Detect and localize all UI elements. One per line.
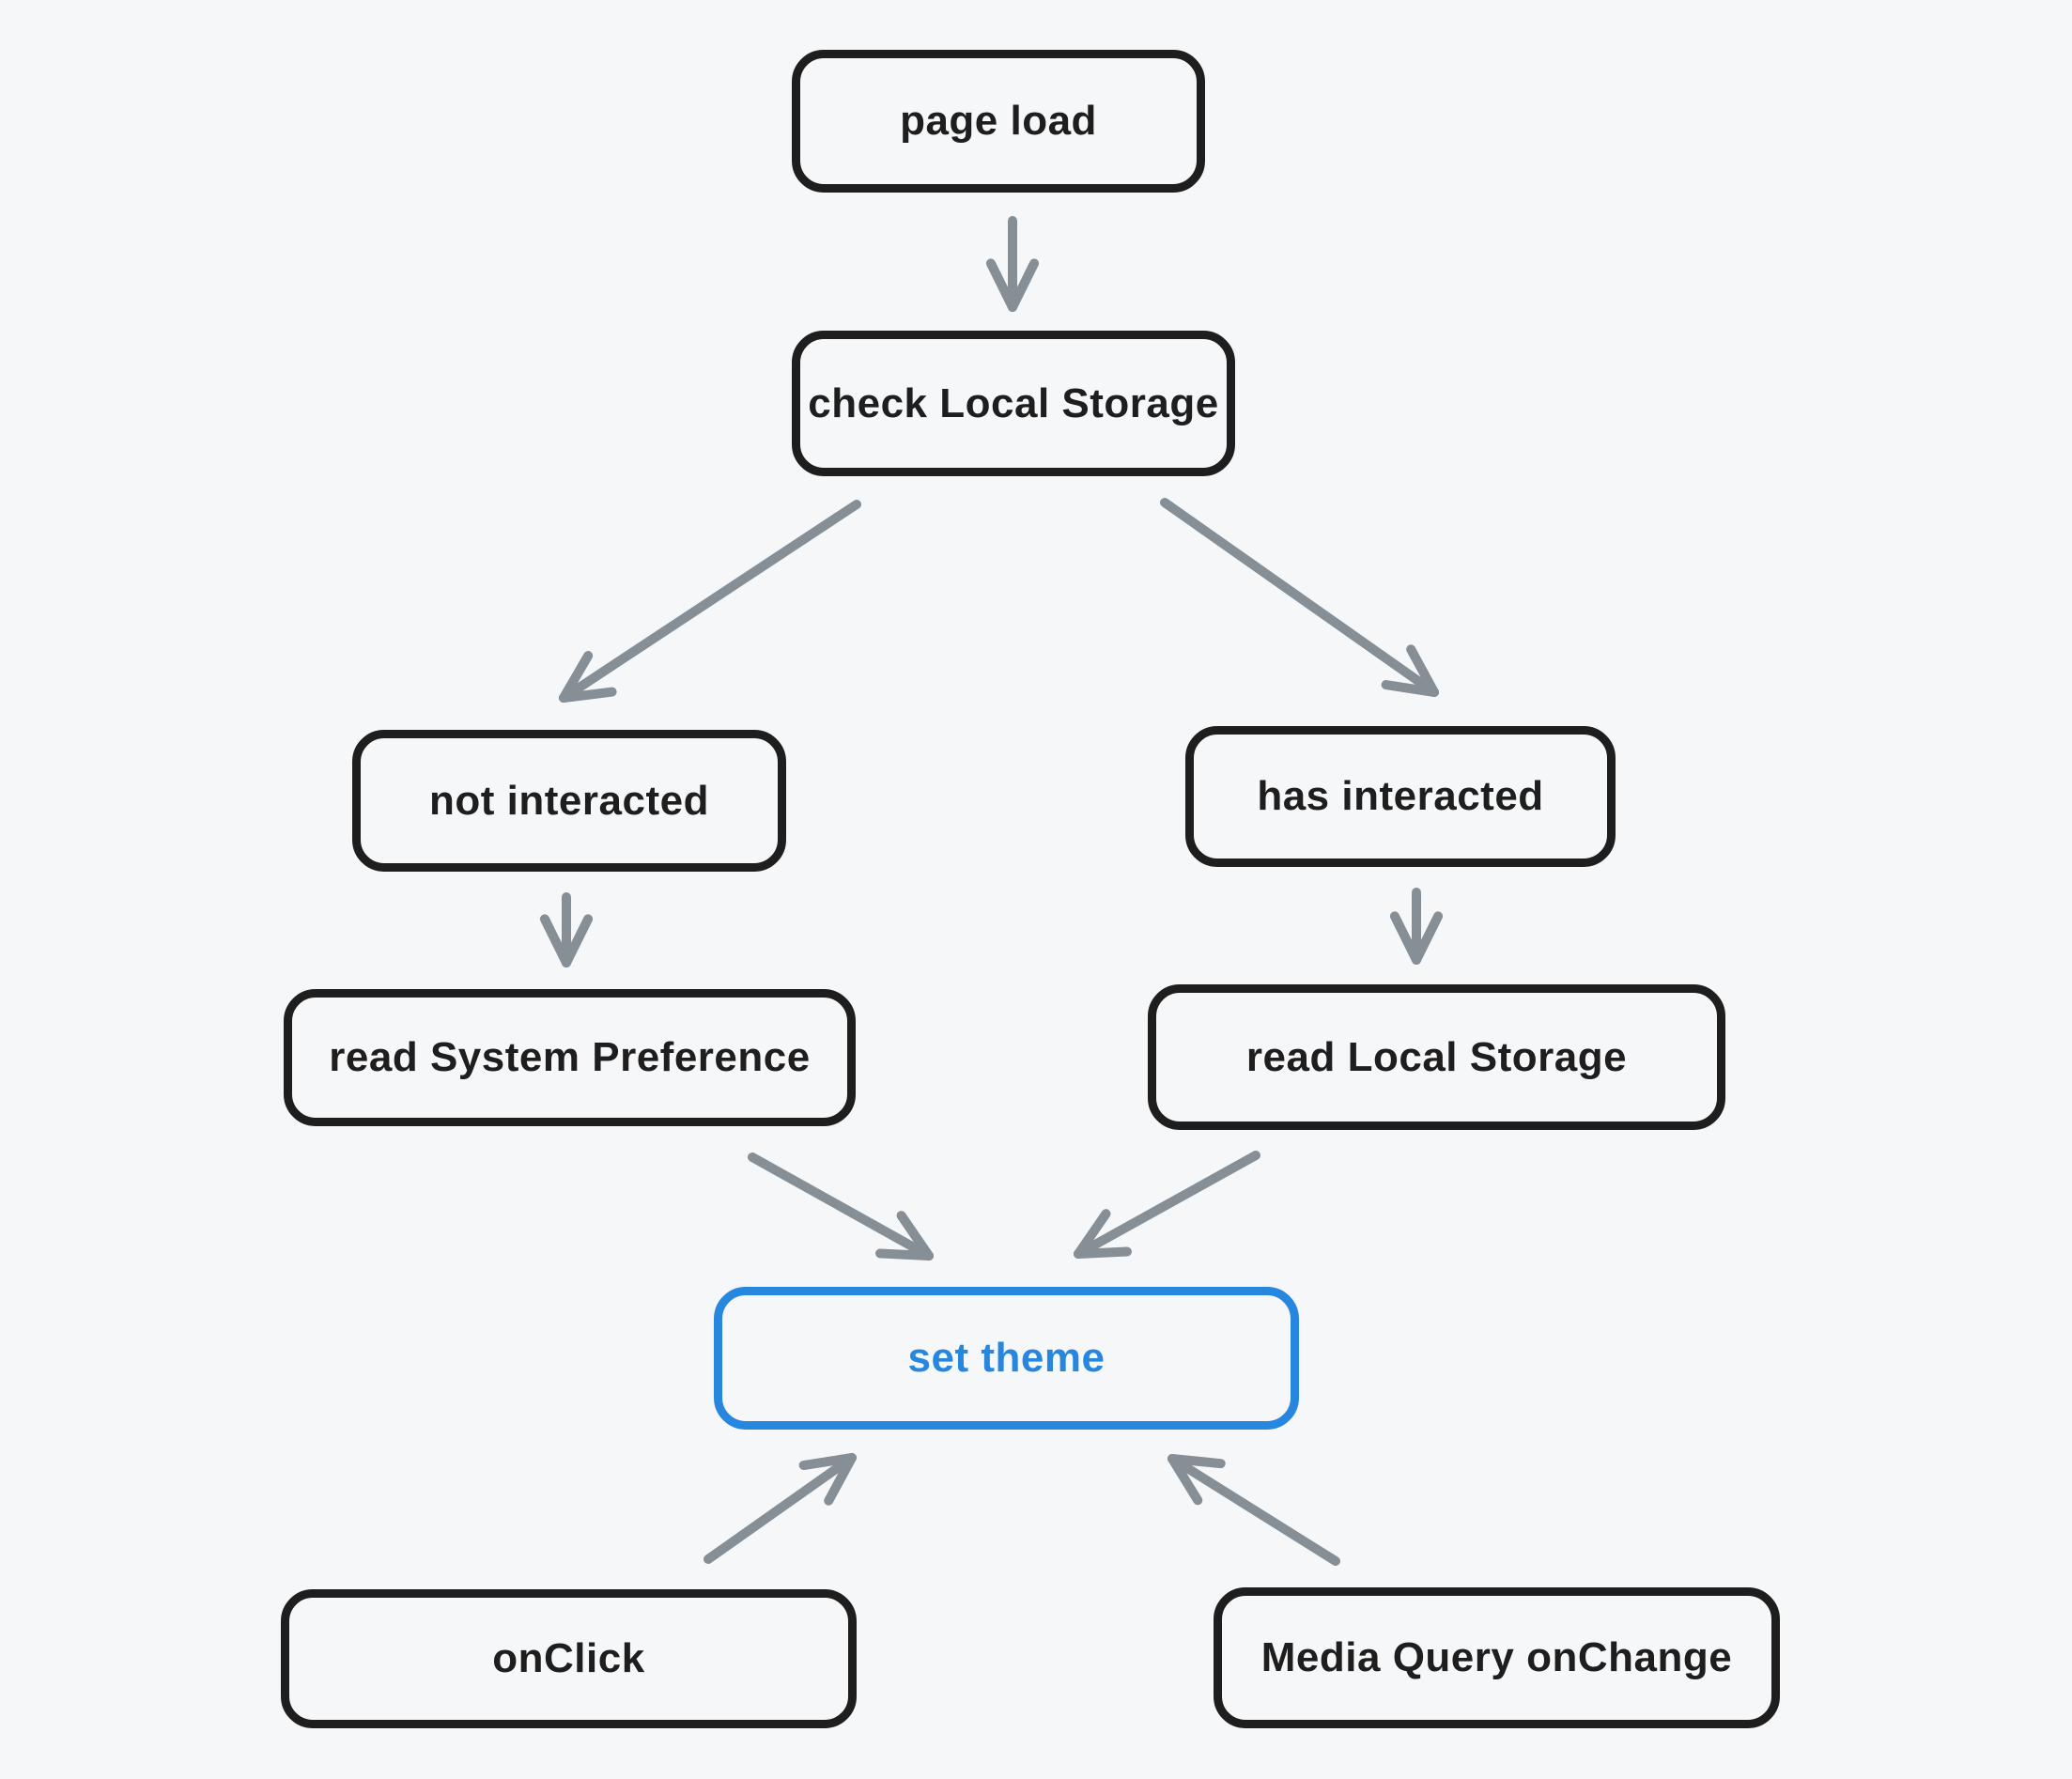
arrow-media-query-onchange-to-set-theme (1167, 1454, 1340, 1566)
node-label-set-theme: set theme (907, 1335, 1106, 1381)
node-label-not-interacted: not interacted (429, 777, 709, 824)
arrow-check-local-storage-to-not-interacted (559, 500, 861, 703)
node-label-read-local-storage: read Local Storage (1245, 1033, 1628, 1080)
node-check-local-storage: check Local Storage (792, 331, 1235, 476)
node-has-interacted: has interacted (1185, 726, 1616, 867)
node-label-check-local-storage: check Local Storage (808, 379, 1219, 426)
node-label-on-click: onClick (492, 1635, 645, 1681)
node-not-interacted: not interacted (352, 730, 786, 872)
node-label-media-query-onchange: Media Query onChange (1260, 1634, 1733, 1680)
node-label-has-interacted: has interacted (1257, 773, 1544, 819)
arrow-not-interacted-to-read-system-preference (539, 892, 594, 967)
arrow-read-local-storage-to-set-theme (1074, 1151, 1260, 1259)
arrow-check-local-storage-to-has-interacted (1160, 498, 1439, 697)
node-label-read-system-preference: read System Preference (329, 1034, 811, 1080)
node-set-theme: set theme (714, 1287, 1299, 1430)
arrow-on-click-to-set-theme (704, 1453, 857, 1564)
arrow-read-system-preference-to-set-theme (748, 1152, 934, 1261)
node-on-click: onClick (281, 1589, 857, 1728)
node-read-local-storage: read Local Storage (1148, 984, 1725, 1130)
node-media-query-onchange: Media Query onChange (1214, 1587, 1780, 1728)
node-read-system-preference: read System Preference (284, 989, 856, 1126)
node-page-load: page load (792, 50, 1205, 193)
node-label-page-load: page load (900, 98, 1097, 144)
arrow-has-interacted-to-read-local-storage (1389, 888, 1444, 965)
arrow-page-load-to-check-local-storage (985, 216, 1040, 312)
